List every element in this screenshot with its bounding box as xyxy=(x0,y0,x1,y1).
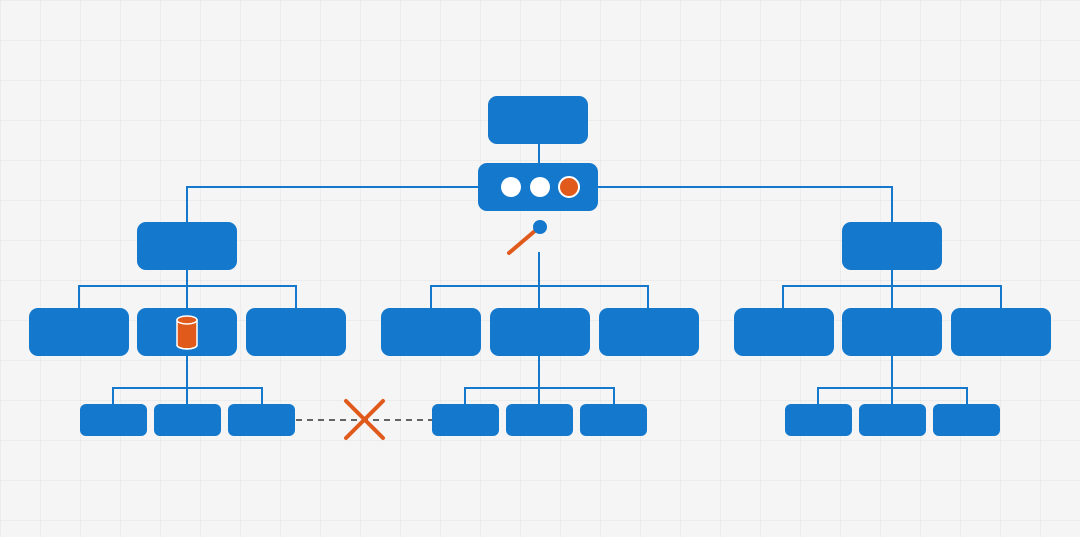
right-grandchildren-bus xyxy=(817,387,968,404)
right-child-node-3[interactable] xyxy=(951,308,1051,356)
center-grandchild-node-1[interactable] xyxy=(432,404,499,436)
right-child-node-2[interactable] xyxy=(842,308,942,356)
right-grandchild-node-2[interactable] xyxy=(859,404,926,436)
left-grandchildren-bus xyxy=(112,387,263,404)
nodes xyxy=(29,96,1051,436)
status-dot-3 xyxy=(558,176,580,198)
left-grandchild-node-1[interactable] xyxy=(80,404,147,436)
right-grandchild-node-3[interactable] xyxy=(933,404,1000,436)
left-child-node-1[interactable] xyxy=(29,308,129,356)
center-grandchild-node-2[interactable] xyxy=(506,404,573,436)
center-grandchildren-bus xyxy=(464,387,615,404)
center-child-node-2[interactable] xyxy=(490,308,590,356)
root-node[interactable] xyxy=(488,96,588,144)
right-grandchild-node-1[interactable] xyxy=(785,404,852,436)
right-branch-node[interactable] xyxy=(842,222,942,270)
three-dot-status-icon xyxy=(501,176,580,198)
left-branch-node[interactable] xyxy=(137,222,237,270)
cross-icon xyxy=(344,399,385,440)
broken-link-icon xyxy=(507,220,547,255)
hub-right-connector xyxy=(598,186,893,222)
left-children-bus xyxy=(78,285,297,308)
left-grandchild-node-2[interactable] xyxy=(154,404,221,436)
connector-lines xyxy=(78,144,1002,404)
center-children-bus xyxy=(430,285,649,308)
status-dot-2 xyxy=(530,177,550,197)
center-grandchild-node-3[interactable] xyxy=(580,404,647,436)
center-child-node-1[interactable] xyxy=(381,308,481,356)
right-child-node-1[interactable] xyxy=(734,308,834,356)
right-children-bus xyxy=(782,285,1002,308)
hub-left-connector xyxy=(186,186,478,222)
database-cylinder-icon xyxy=(176,315,198,350)
center-child-node-3[interactable] xyxy=(599,308,699,356)
left-grandchild-node-3[interactable] xyxy=(228,404,295,436)
status-dot-1 xyxy=(501,177,521,197)
left-child-node-3[interactable] xyxy=(246,308,346,356)
